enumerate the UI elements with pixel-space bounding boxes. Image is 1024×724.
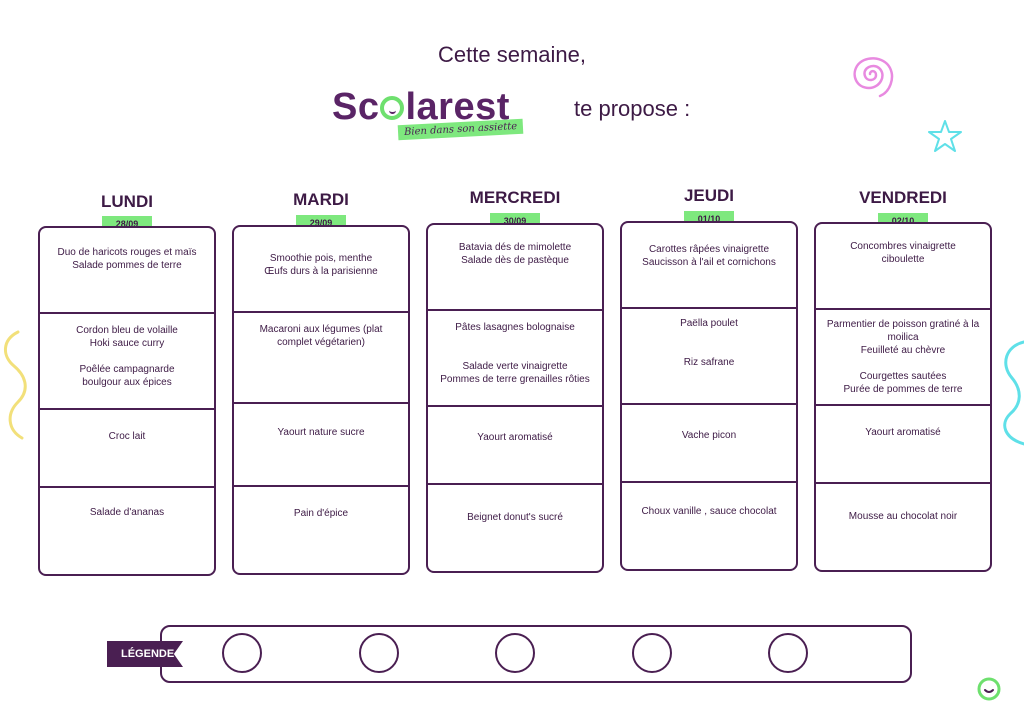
day-name: LUNDI bbox=[101, 192, 153, 211]
menu-row-plat: Paëlla poulet Riz safrane bbox=[622, 307, 796, 405]
menu-text: Carottes râpées vinaigrette Saucisson à … bbox=[642, 244, 776, 268]
day-name: JEUDI bbox=[683, 186, 735, 205]
legend-circle bbox=[222, 633, 262, 673]
smile-o-icon bbox=[380, 96, 405, 120]
menu-row-laitage: Vache picon bbox=[622, 403, 796, 483]
menu-row-dessert: Choux vanille , sauce chocolat bbox=[622, 481, 796, 571]
menu-row-plat: Macaroni aux légumes (plat complet végét… bbox=[234, 311, 408, 489]
menu-row-entree: Concombres vinaigrette ciboulette bbox=[816, 224, 990, 308]
menu-row-dessert: Salade d'ananas bbox=[40, 486, 214, 576]
menu-row-plat: Pâtes lasagnes bolognaise Salade verte v… bbox=[428, 309, 602, 407]
menu-row-dessert: Mousse au chocolat noir bbox=[816, 482, 990, 572]
menu-row-laitage: Croc lait bbox=[40, 408, 214, 488]
legend-circle bbox=[495, 633, 535, 673]
cyan-star-icon bbox=[928, 120, 962, 152]
menu-text: Yaourt aromatisé bbox=[865, 427, 941, 438]
header-propose-text: te propose : bbox=[574, 96, 691, 121]
header-intro-text: Cette semaine, bbox=[438, 42, 586, 67]
menu-row-plat: Parmentier de poisson gratiné à la moili… bbox=[816, 308, 990, 406]
menu-text: Concombres vinaigrette ciboulette bbox=[850, 241, 956, 265]
menu-text: Paëlla poulet Riz safrane bbox=[680, 318, 738, 368]
menu-row-entree: Duo de haricots rouges et maïs Salade po… bbox=[40, 228, 214, 312]
menu-row-laitage: Yaourt nature sucre bbox=[234, 402, 408, 482]
menu-text: Pain d'épice bbox=[293, 508, 349, 519]
menu-card: Smoothie pois, menthe Œufs durs à la par… bbox=[232, 225, 410, 575]
menu-row-entree: Carottes râpées vinaigrette Saucisson à … bbox=[622, 223, 796, 307]
day-name: MERCREDI bbox=[469, 188, 561, 207]
menu-text: Yaourt nature sucre bbox=[277, 427, 365, 438]
legend-label: LÉGENDE bbox=[107, 641, 183, 667]
menu-text: Smoothie pois, menthe Œufs durs à la par… bbox=[264, 253, 378, 277]
menu-row-dessert: Beignet donut's sucré bbox=[428, 483, 602, 573]
menu-row-laitage: Yaourt aromatisé bbox=[816, 404, 990, 484]
menu-text: Salade d'ananas bbox=[89, 507, 165, 518]
menu-text: Parmentier de poisson gratiné à la moili… bbox=[826, 319, 980, 395]
legend-circle bbox=[359, 633, 399, 673]
menu-text: Beignet donut's sucré bbox=[467, 512, 563, 523]
menu-text: Croc lait bbox=[108, 431, 146, 442]
menu-text: Macaroni aux légumes (plat complet végét… bbox=[259, 324, 383, 348]
menu-row-entree: Batavia dés de mimolette Salade dès de p… bbox=[428, 225, 602, 309]
menu-card: Concombres vinaigrette ciboulette Parmen… bbox=[814, 222, 992, 572]
cyan-loop-icon bbox=[1003, 340, 1024, 446]
menu-row-plat: Cordon bleu de volaille Hoki sauce curry… bbox=[40, 312, 214, 410]
menu-text: Batavia dés de mimolette Salade dès de p… bbox=[458, 242, 572, 266]
menu-card: Carottes râpées vinaigrette Saucisson à … bbox=[620, 221, 798, 571]
menu-row-entree: Smoothie pois, menthe Œufs durs à la par… bbox=[234, 227, 408, 311]
menu-row-laitage: Yaourt aromatisé bbox=[428, 405, 602, 485]
menu-text: Pâtes lasagnes bolognaise Salade verte v… bbox=[440, 322, 590, 385]
menu-card: Duo de haricots rouges et maïs Salade po… bbox=[38, 226, 216, 576]
menu-text: Duo de haricots rouges et maïs Salade po… bbox=[57, 247, 197, 271]
legend-circle bbox=[632, 633, 672, 673]
day-name: MARDI bbox=[293, 190, 349, 209]
pink-spiral-icon bbox=[853, 57, 894, 98]
menu-text: Cordon bleu de volaille Hoki sauce curry… bbox=[76, 325, 178, 388]
menu-text: Mousse au chocolat noir bbox=[848, 511, 958, 522]
day-name: VENDREDI bbox=[859, 188, 947, 207]
menu-text: Vache picon bbox=[681, 430, 737, 441]
menu-row-dessert: Pain d'épice bbox=[234, 485, 408, 575]
legend-circle bbox=[768, 633, 808, 673]
yellow-squiggle-icon bbox=[4, 330, 27, 440]
menu-text: Choux vanille , sauce chocolat bbox=[641, 506, 777, 517]
menu-card: Batavia dés de mimolette Salade dès de p… bbox=[426, 223, 604, 573]
green-smile-icon bbox=[977, 677, 1001, 701]
menu-text: Yaourt aromatisé bbox=[477, 432, 553, 443]
